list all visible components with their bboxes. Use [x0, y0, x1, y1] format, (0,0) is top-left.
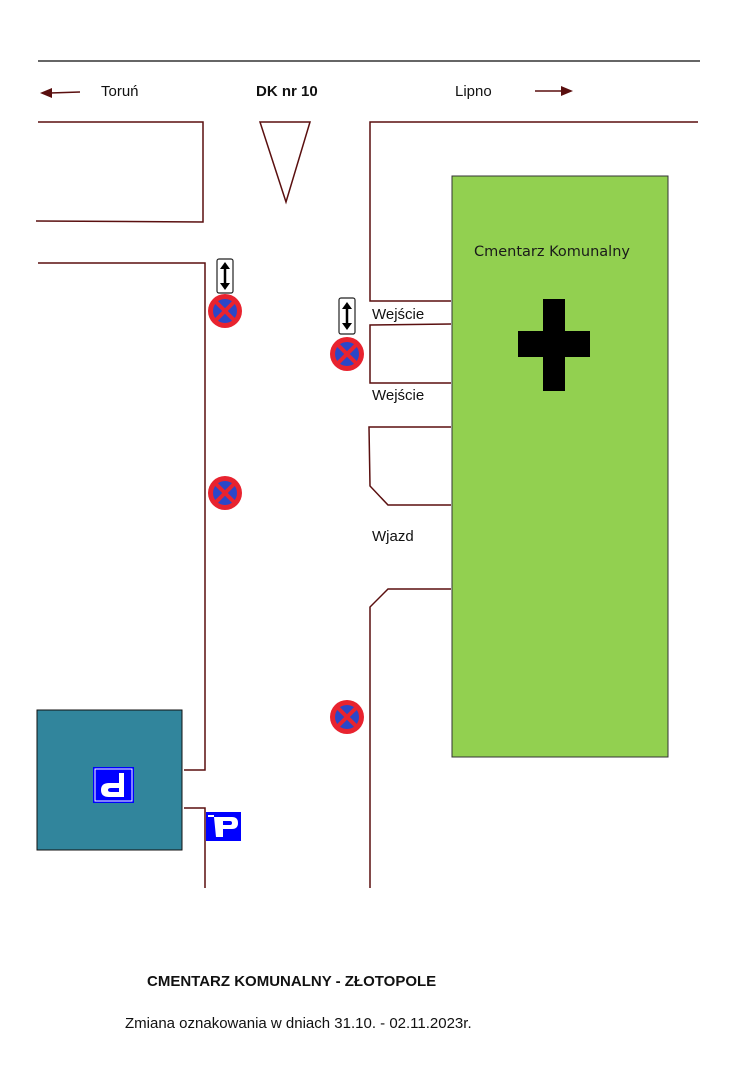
double-arrow-plate-icon [216, 258, 234, 294]
footer-title: CMENTARZ KOMUNALNY - ZŁOTOPOLE [147, 973, 437, 990]
parking-direction-sign-icon [206, 812, 241, 841]
left-destination-label: Toruń [101, 83, 139, 100]
no-stopping-sign-icon [208, 294, 242, 328]
double-arrow-plate-icon [338, 297, 356, 335]
parking-sign-icon [93, 767, 134, 803]
cemetery-name-label: Cmentarz Komunalny [474, 244, 630, 260]
yield-triangle-icon [258, 121, 312, 205]
road-name-label: DK nr 10 [256, 83, 318, 100]
road-edges [35, 121, 698, 888]
entrance-label: Wejście [372, 387, 425, 404]
no-stopping-sign-icon [208, 476, 242, 510]
cross-icon [518, 299, 590, 391]
right-destination-label: Lipno [455, 83, 492, 100]
arrow-left-icon [40, 88, 81, 98]
no-stopping-sign-icon [330, 337, 364, 371]
arrow-right-icon [535, 86, 573, 96]
footer-subtitle: Zmiana oznakowania w dniach 31.10. - 02.… [125, 1015, 472, 1032]
no-stopping-sign-icon [330, 700, 364, 734]
vehicle-entry-label: Wjazd [372, 528, 414, 545]
entrance-label: Wejście [372, 306, 425, 323]
cemetery-area [451, 175, 669, 758]
